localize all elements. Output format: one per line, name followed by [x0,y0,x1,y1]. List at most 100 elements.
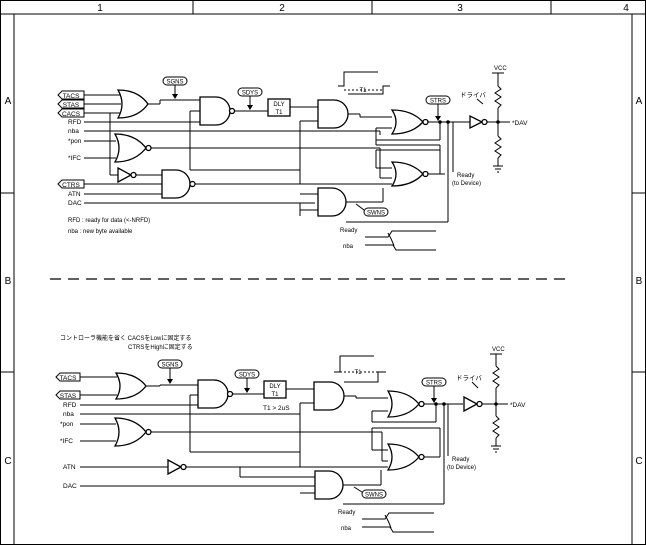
input-label-ifc-bottom: *IFC [60,438,73,445]
svg-text:SWNS: SWNS [365,493,383,499]
column-label: 4 [623,3,629,14]
or-gate-pon-ifc [113,133,147,163]
svg-text:STAS: STAS [60,393,77,400]
input-label-rfd: RFD [68,119,82,126]
input-label-nba-bottom: nba [63,411,74,418]
svg-text:SGNS: SGNS [161,363,178,369]
and-gate-ctrs [161,169,191,199]
input-tag-ctrs: CTRS [57,179,85,189]
latch-nand-lower [390,161,424,187]
ready-sub-top: (to Device) [452,181,481,187]
svg-text:STRS: STRS [426,381,442,387]
latch-nand-upper-bottom [386,390,420,418]
svg-text:nba: nba [343,244,354,250]
column-label: 3 [457,3,463,14]
t1-timing-top: T1 [338,71,390,95]
note-nba: nba : new byte available [68,229,133,235]
t1-constraint: T1 > 2uS [263,405,290,412]
svg-text:Ready: Ready [340,228,357,234]
bottom-circuit: コントローラ機能を省く CACSをLowに固定する CTRSをHighに固定する… [55,334,526,533]
input-label-ifc: *IFC [68,155,81,162]
input-tag-stas: STAS [57,99,85,109]
svg-text:CTRS: CTRS [62,182,80,189]
row-label: B [5,276,12,287]
ready-nba-timing-bottom: Ready nba [338,510,434,533]
svg-text:SWNS: SWNS [367,211,385,217]
input-label-nba: nba [68,128,79,135]
bottom-note-line2: CTRSをHighに固定する [128,343,193,351]
latch-nand-lower-bottom [386,443,420,471]
row-label: A [5,96,12,107]
and-gate-atn-dac-bottom [314,470,344,500]
svg-text:SDYS: SDYS [242,91,258,97]
input-label-dac-bottom: DAC [63,483,77,490]
svg-text:T1: T1 [359,88,367,94]
delay-block-bottom: DLY T1 [263,380,287,399]
input-label-atn: ATN [68,191,81,198]
svg-text:T1: T1 [275,110,283,116]
ready-label-top: Ready [457,173,474,179]
output-label-top: *DAV [512,120,528,127]
row-label: C [4,456,11,467]
signal-tag-sgns-bottom: SGNS [157,359,183,384]
svg-text:DLY: DLY [273,102,284,108]
ready-label-bottom: Ready [452,457,469,463]
svg-text:Ready: Ready [338,510,355,516]
and-gate-mid [317,99,349,129]
top-circuit: TACS STAS CACS CTRS RFD nba *pon *IFC AT… [57,66,528,251]
column-label: 1 [97,3,103,14]
driver-buffer-top [469,114,484,130]
signal-tag-sdys-bottom: SDYS [234,369,260,393]
svg-text:CACS: CACS [62,111,81,118]
signal-tag-strs: STRS [425,95,451,121]
signal-tag-sgns: SGNS [162,76,188,99]
svg-text:TACS: TACS [60,375,78,382]
signal-tag-swns: SWNS [355,203,389,217]
signal-tag-sdys: SDYS [237,87,263,110]
delay-block: DLY T1 [267,98,291,117]
vcc-label-top: VCC [494,66,507,72]
inverter-top [117,166,133,184]
svg-text:STRS: STRS [430,99,446,105]
and-gate-mid-bottom [313,381,345,411]
resistor-bottom-up [492,365,500,389]
signal-tag-swns-bottom: SWNS [353,486,387,499]
output-label-bottom: *DAV [510,402,526,409]
ready-sub-bottom: (to Device) [447,465,476,471]
input-tag-tacs-bottom: TACS [55,372,81,382]
input-tag-stas-bottom: STAS [55,390,81,400]
resistor-bottom-down [492,415,500,439]
input-tag-tacs: TACS [57,90,85,100]
svg-text:nba: nba [341,526,352,532]
or-gate-1 [116,89,149,119]
and-gate-atn-dac [317,187,347,217]
vcc-label-bottom: VCC [492,347,505,353]
resistor-top-down [494,135,502,159]
svg-text:DLY: DLY [269,384,280,390]
driver-label-bottom: ドライバ [456,374,482,382]
row-label: A [636,96,643,107]
ready-nba-timing-top: Ready nba [340,228,436,251]
or-gate-1-bottom [114,372,147,400]
svg-text:SDYS: SDYS [239,373,255,379]
input-label-pon: *pon [68,138,82,145]
input-label-pon-bottom: *pon [60,421,74,428]
svg-text:SGNS: SGNS [166,80,183,86]
t1-timing-bottom: T1 [334,355,386,383]
input-label-dac: DAC [68,200,82,207]
input-label-rfd-bottom: RFD [63,402,77,409]
or-gate-pon-ifc-bottom [113,417,147,447]
svg-text:TACS: TACS [63,93,81,100]
driver-buffer-bottom [463,395,479,413]
svg-text:T1: T1 [354,370,362,376]
signal-tag-strs-bottom: STRS [421,377,447,403]
row-label: B [636,276,643,287]
latch-nand-upper [390,109,424,135]
inverter-bottom [167,458,183,476]
column-label: 2 [279,3,285,14]
and-gate-2-bottom [197,379,229,409]
input-tag-cacs: CACS [57,108,85,118]
resistor-top-up [494,85,502,109]
